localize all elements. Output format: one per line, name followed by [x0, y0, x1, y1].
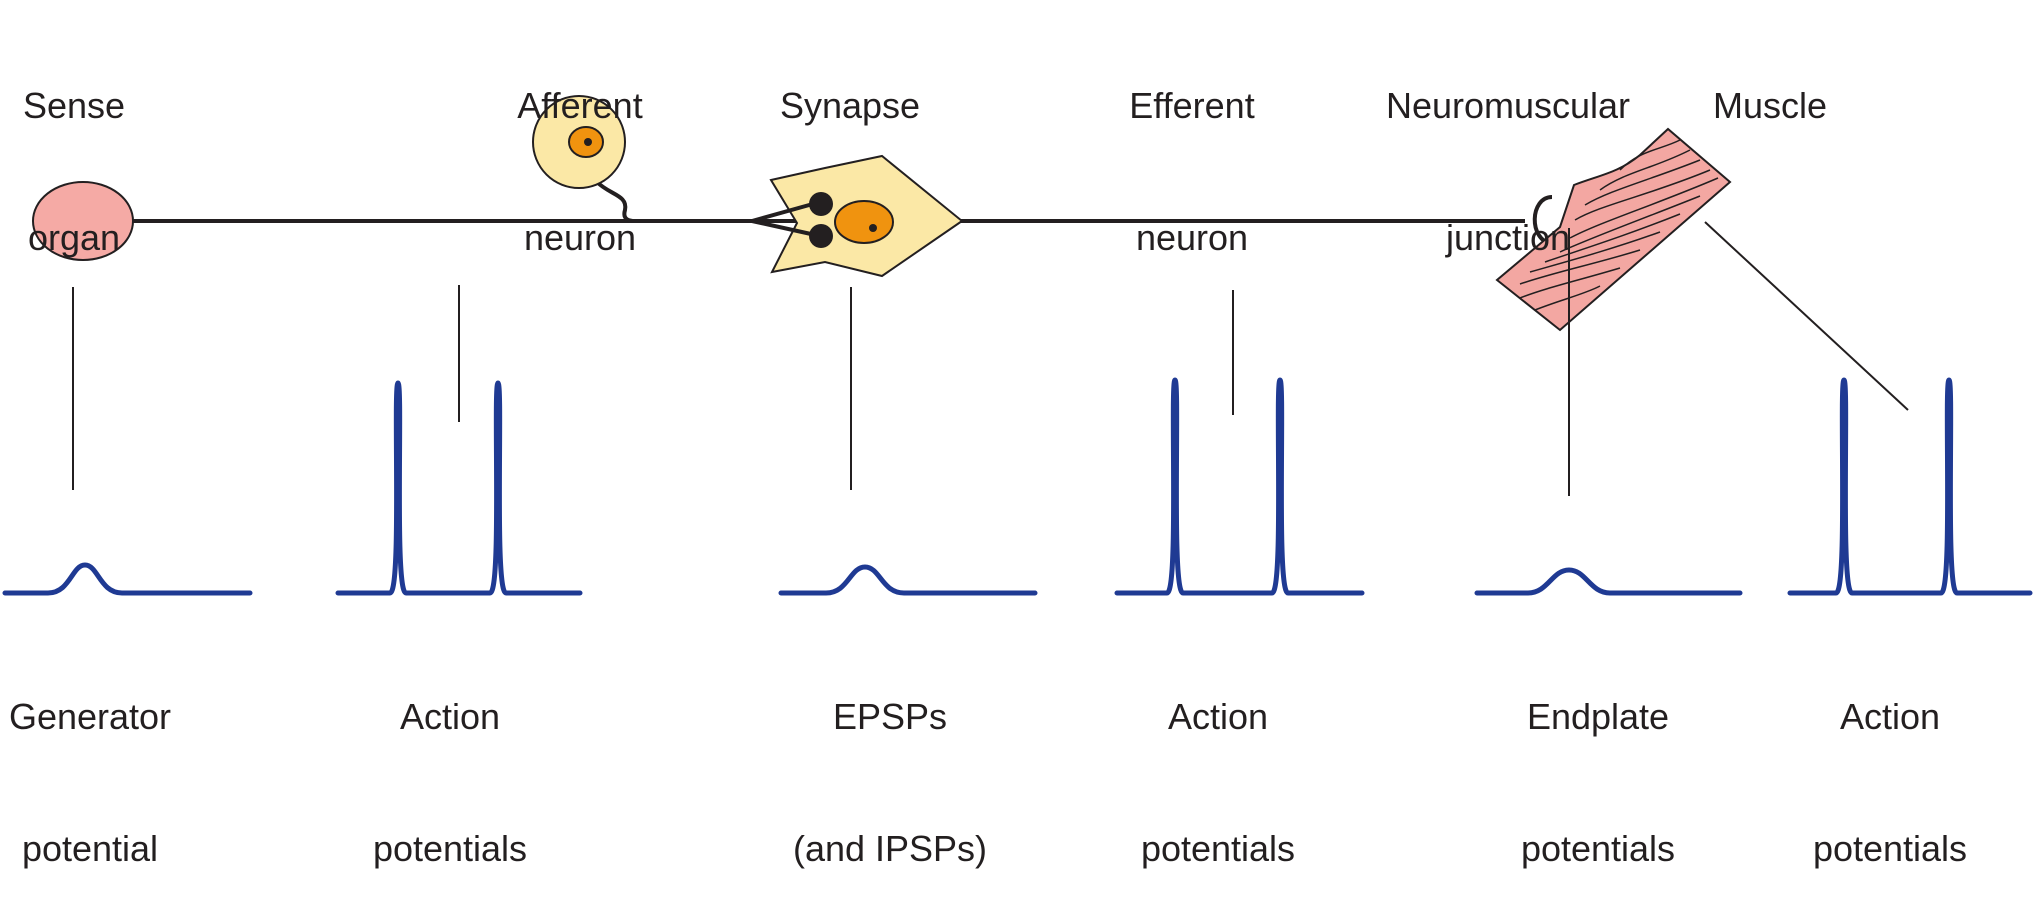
label-muscle-line1: Muscle — [1712, 85, 1828, 126]
efferent-action-potentials-trace — [1114, 377, 1365, 596]
muscle-fiber — [1495, 127, 1732, 332]
label-endplate-potentials-line2: potentials — [1520, 828, 1676, 869]
afferent-neuron — [532, 95, 636, 223]
label-efferent-neuron-line2: neuron — [1135, 217, 1249, 258]
label-endplate-potentials-line1: Endplate — [1526, 696, 1670, 737]
label-afferent-action-potentials-line2: potentials — [372, 828, 528, 869]
generator-potential-trace — [2, 562, 253, 596]
afferent-action-potentials-trace — [335, 380, 583, 596]
label-efferent-action-potentials-line1: Action — [1167, 696, 1269, 737]
label-neuromuscular-junction-line2: junction — [1445, 217, 1571, 258]
label-neuromuscular-junction-line1: Neuromuscular — [1385, 85, 1631, 126]
label-generator-potential-line2: potential — [21, 828, 159, 869]
label-muscle: Muscle — [1700, 0, 1840, 172]
label-afferent-action-potentials-line1: Action — [399, 696, 501, 737]
label-efferent-neuron-line1: Efferent — [1129, 85, 1255, 126]
connector-lines — [72, 221, 1909, 496]
label-generator-potential-line1: Generator — [8, 696, 172, 737]
label-generator-potential: Generator potential — [0, 607, 180, 915]
label-muscle-action-potentials: Action potentials — [1800, 607, 1980, 915]
label-sense-organ-line2: organ — [27, 217, 121, 258]
label-efferent-action-potentials-line2: potentials — [1140, 828, 1296, 869]
label-afferent-neuron-line2: neuron — [523, 217, 637, 258]
label-epsps: EPSPs (and IPSPs) — [775, 607, 1005, 915]
sense-organ — [32, 181, 134, 261]
reflex-arc-diagram — [2, 95, 2033, 596]
label-epsps-line2: (and IPSPs) — [792, 828, 988, 869]
label-muscle-action-potentials-line2: potentials — [1812, 828, 1968, 869]
label-sense-organ: Sense organ — [4, 0, 144, 304]
synapse-cell — [751, 154, 964, 278]
label-epsps-line1: EPSPs — [832, 696, 948, 737]
label-afferent-neuron-line1: Afferent — [517, 85, 643, 126]
label-afferent-action-potentials: Action potentials — [360, 607, 540, 915]
label-synapse-line1: Synapse — [779, 85, 921, 126]
muscle-action-potentials-trace — [1787, 377, 2033, 596]
label-endplate-potentials: Endplate potentials — [1498, 607, 1698, 915]
label-neuromuscular-junction: Neuromuscular junction — [1378, 0, 1638, 304]
endplate-potential-trace — [1474, 567, 1743, 596]
label-afferent-neuron: Afferent neuron — [490, 0, 670, 304]
label-synapse: Synapse — [760, 0, 940, 172]
label-sense-organ-line1: Sense — [22, 85, 126, 126]
label-efferent-action-potentials: Action potentials — [1128, 607, 1308, 915]
label-muscle-action-potentials-line1: Action — [1839, 696, 1941, 737]
label-efferent-neuron: Efferent neuron — [1102, 0, 1282, 304]
epsp-trace — [778, 564, 1038, 596]
